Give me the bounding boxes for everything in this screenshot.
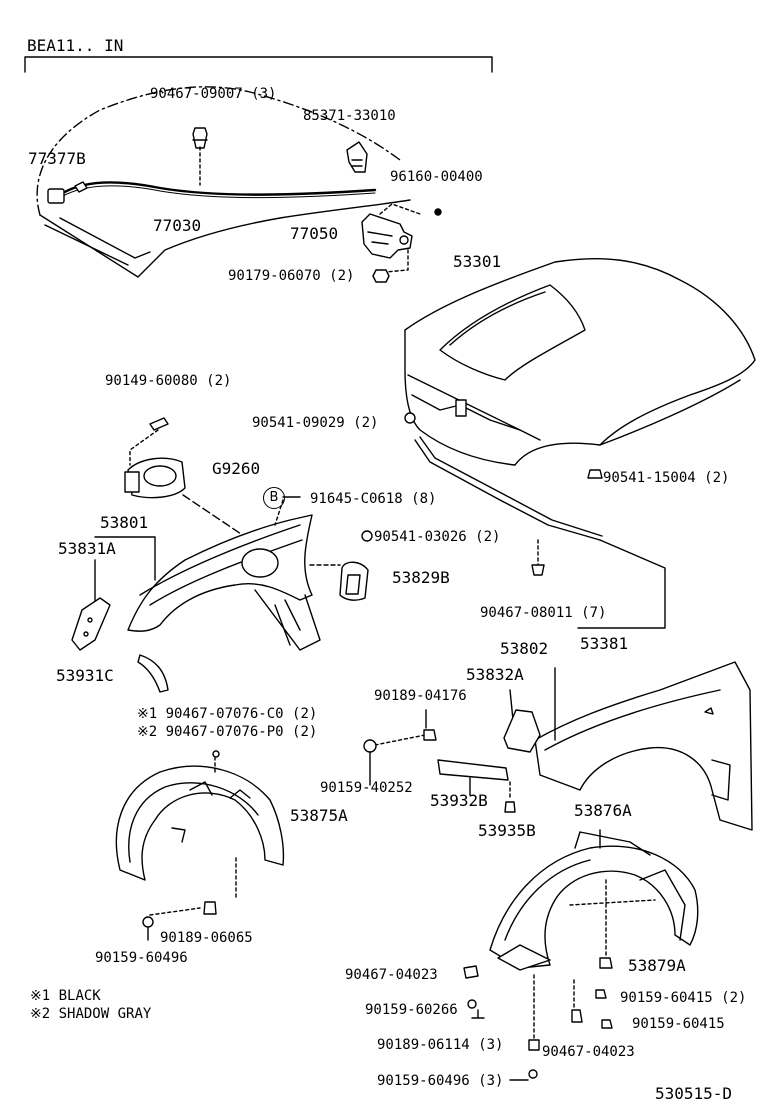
clip-53935B (504, 801, 516, 813)
part-label: 90159-40252 (320, 780, 413, 796)
diagram-id: 530515-D (655, 1084, 733, 1103)
part-label: 90541-15004 (2) (603, 470, 730, 486)
part-label: 90467-09007 (3) (150, 86, 277, 102)
part-label: 53931C (56, 666, 114, 685)
hood-outline-dashed (36, 86, 401, 216)
clip-85371-33010 (346, 141, 368, 173)
part-label: 91645-C0618 (8) (310, 491, 437, 507)
bolt-90159-40252 (363, 739, 377, 753)
part-label: 77377B (28, 149, 86, 168)
part-label: 90467-04023 (542, 1044, 635, 1060)
part-label: 53879A (628, 956, 686, 975)
hood-seal-53381 (414, 439, 601, 541)
part-label: 90159-60496 (3) (377, 1073, 504, 1089)
hood-53301 (404, 257, 756, 466)
part-label: 90179-06070 (2) (228, 268, 355, 284)
clip-53879A (599, 957, 613, 969)
part-label: 85371-33010 (303, 108, 396, 124)
seal-53832A (503, 709, 541, 753)
part-label: 53935B (478, 821, 536, 840)
clip-90541-09029 (404, 412, 416, 424)
legend-note-2: ※2 90467-07076-P0 (2) (137, 724, 318, 740)
seal-53831A (71, 597, 111, 651)
part-label: 53381 (580, 634, 629, 653)
part-label: 90189-06114 (3) (377, 1037, 504, 1053)
liner-53875A (115, 765, 285, 881)
hood-inner-edge (44, 224, 129, 266)
nut-90179 (372, 269, 390, 283)
part-label: 53829B (392, 568, 450, 587)
clip-90467-08011 (531, 564, 545, 576)
seal-53931C (137, 654, 169, 693)
clip-90189-06065 (203, 901, 217, 915)
clip-90541-15004 (587, 469, 603, 479)
part-label: 90159-60415 (632, 1016, 725, 1032)
part-label: 53801 (100, 513, 149, 532)
part-label: 96160-00400 (390, 169, 483, 185)
part-label: 90159-60415 (2) (620, 990, 747, 1006)
part-label: 90541-09029 (2) (252, 415, 379, 431)
cable-end-77377B (47, 188, 65, 204)
grommet-53829B (339, 561, 369, 601)
screw-90159-60496 (142, 916, 154, 928)
hood-lock-77050 (361, 213, 413, 259)
part-label: 90541-03026 (2) (374, 529, 501, 545)
part-label: 90189-06065 (160, 930, 253, 946)
part-label: 90189-04176 (374, 688, 467, 704)
part-label: 90467-04023 (345, 967, 438, 983)
part-label: 53301 (453, 252, 502, 271)
hood-inner-frame (39, 199, 411, 278)
group-bracket (24, 56, 493, 73)
part-label: 53875A (290, 806, 348, 825)
liner-53876A (489, 831, 699, 971)
legend-color-2: ※2 SHADOW GRAY (30, 1006, 152, 1022)
legend-color-1: ※1 BLACK (30, 988, 101, 1004)
part-label: 90159-60266 (365, 1002, 458, 1018)
part-label: 77030 (153, 216, 202, 235)
part-label: 90149-60080 (2) (105, 373, 232, 389)
callout-b-circle: B (263, 487, 285, 509)
legend-note-1: ※1 90467-07076-C0 (2) (137, 706, 318, 722)
hood-inner-edge2 (59, 217, 151, 259)
part-label: 53831A (58, 539, 116, 558)
clip-90541-03026 (361, 530, 373, 542)
release-cable (61, 181, 377, 196)
part-label: 90467-08011 (7) (480, 605, 607, 621)
fender-53801 (127, 514, 321, 651)
fuel-lid-G9260 (124, 457, 186, 499)
part-label: G9260 (212, 459, 261, 478)
model-code: BEA11.. IN (27, 36, 124, 55)
part-label: 77050 (290, 224, 339, 243)
clip-90467-09007 (192, 127, 208, 149)
part-label: 53876A (574, 801, 632, 820)
part-label: 53832A (466, 665, 524, 684)
part-label: 53802 (500, 639, 549, 658)
fender-53802 (534, 661, 753, 831)
part-label: 90159-60496 (95, 950, 188, 966)
plate-53932B (437, 759, 509, 781)
part-label: 53932B (430, 791, 488, 810)
